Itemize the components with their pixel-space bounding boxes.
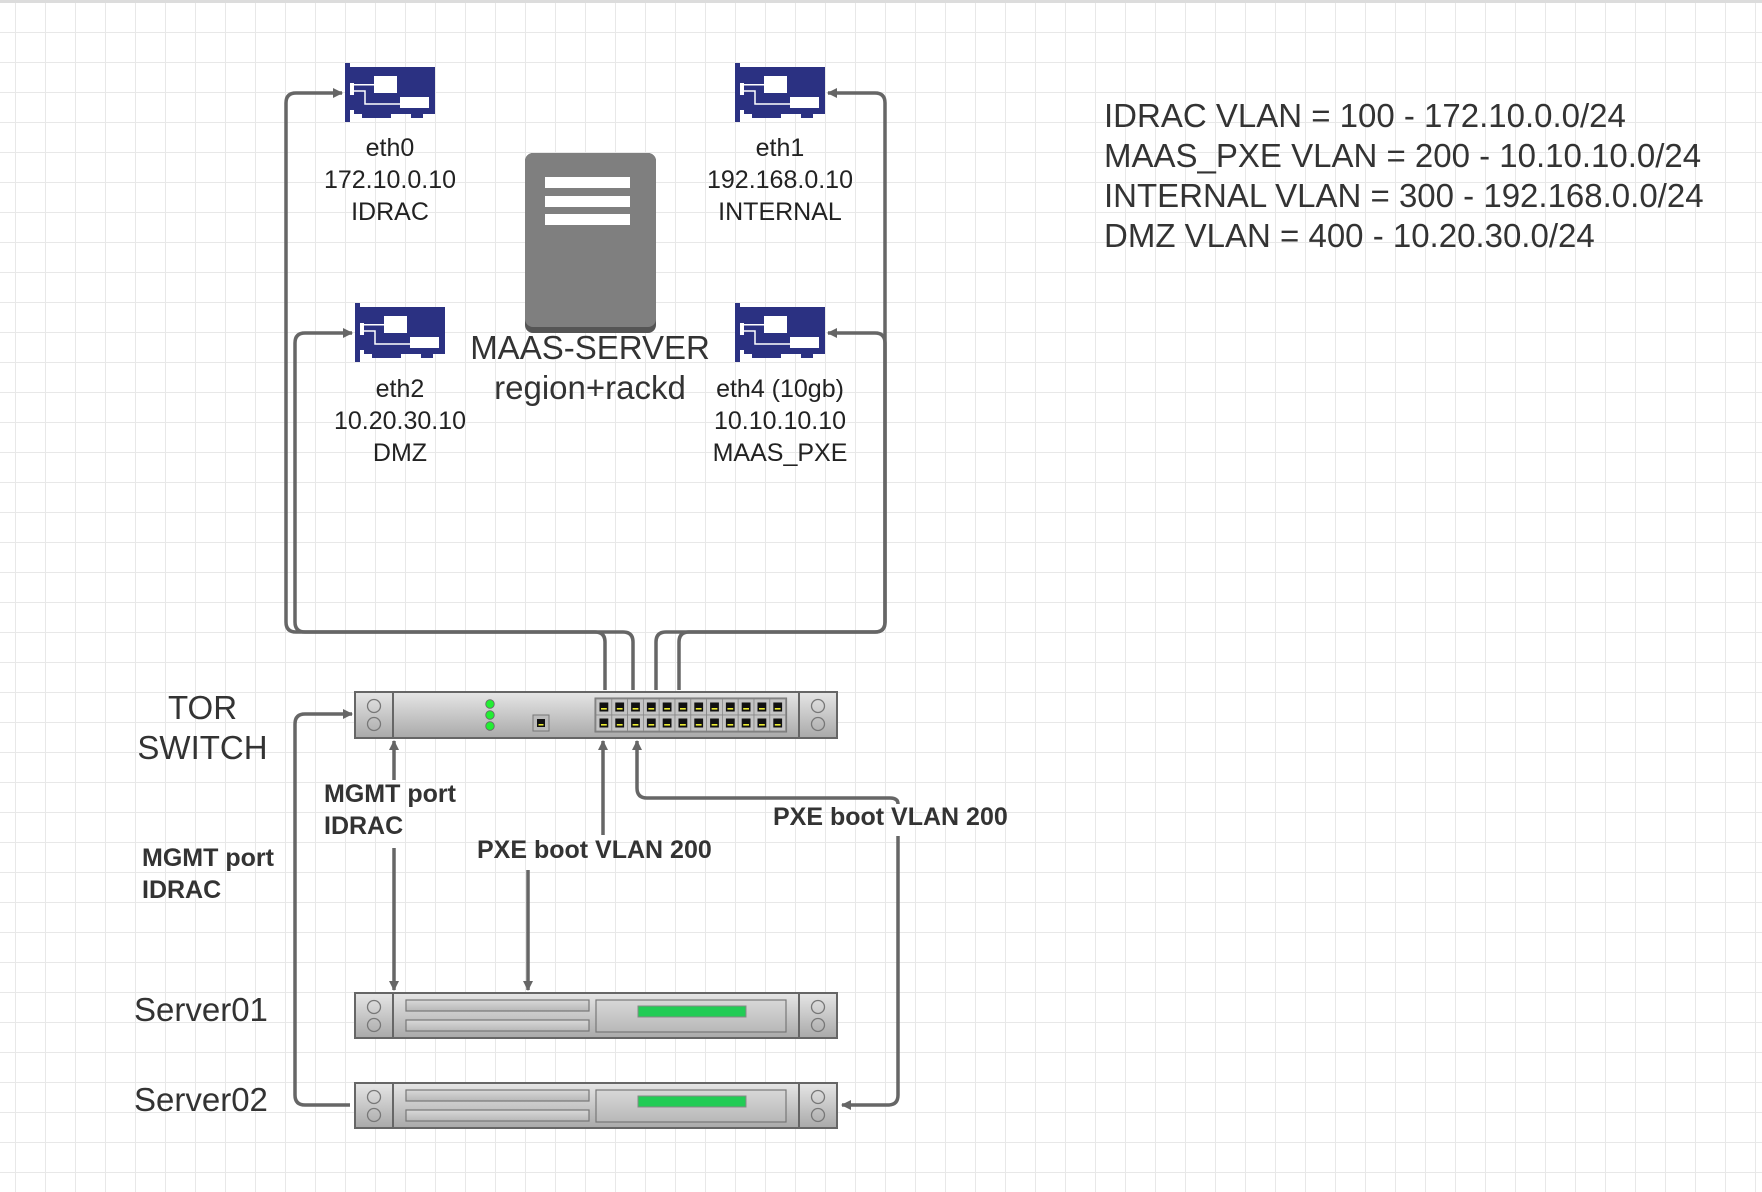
maas-server-label: MAAS-SERVER region+rackd — [460, 328, 720, 408]
nic-ip: 10.10.10.10 — [713, 407, 847, 435]
server-role: region+rackd — [494, 369, 686, 406]
drive-bay — [405, 1109, 590, 1122]
mgmt-link-label-server02: MGMT port IDRAC — [142, 842, 274, 906]
switch-port[interactable] — [706, 714, 723, 732]
wire-eth0 — [284, 88, 607, 690]
switch-port[interactable] — [690, 698, 707, 716]
vlan-entry: MAAS_PXE VLAN = 200 - 10.10.10.0/24 — [1104, 137, 1702, 174]
nic-name: eth2 — [375, 375, 425, 403]
drive-bay — [405, 1019, 590, 1032]
console-port — [532, 714, 550, 732]
switch-port[interactable] — [595, 698, 613, 716]
switch-port[interactable] — [690, 714, 707, 732]
switch-port[interactable] — [674, 714, 692, 732]
drive-bay — [405, 999, 590, 1012]
wire-eth2 — [293, 328, 635, 690]
switch-port[interactable] — [627, 714, 644, 732]
tor-switch-label-line1: TOR — [167, 689, 238, 726]
nic-icon-eth1[interactable] — [734, 62, 826, 123]
nic-name: eth4 (10gb) — [716, 375, 844, 403]
switch-port[interactable] — [611, 714, 628, 732]
nic-network: INTERNAL — [718, 198, 842, 226]
tor-switch[interactable] — [354, 691, 838, 739]
front-panel — [595, 999, 787, 1033]
nic-label-eth2: eth2 10.20.30.10 DMZ — [320, 373, 480, 469]
switch-port[interactable] — [722, 714, 739, 732]
nic-ip: 10.20.30.10 — [333, 407, 467, 435]
maas-server-icon[interactable] — [525, 153, 656, 333]
nic-label-eth0: eth0 172.10.0.10 IDRAC — [320, 132, 460, 228]
tor-switch-label-line2: SWITCH — [137, 729, 268, 766]
vlan-entry: INTERNAL VLAN = 300 - 192.168.0.0/24 — [1104, 177, 1704, 214]
switch-port[interactable] — [722, 698, 739, 716]
nic-icon-eth4[interactable] — [734, 302, 826, 363]
tor-switch-label: TOR SWITCH — [130, 688, 275, 768]
wire-eth1 — [677, 88, 887, 690]
nic-network: IDRAC — [351, 198, 429, 226]
pxe-link-label-server01: PXE boot VLAN 200 — [477, 836, 712, 864]
vlan-legend: IDRAC VLAN = 100 - 172.10.0.0/24 MAAS_PX… — [1104, 96, 1704, 256]
switch-port[interactable] — [674, 698, 692, 716]
server02-label: Server02 — [134, 1081, 268, 1118]
switch-port[interactable] — [611, 698, 628, 716]
pxe-link-label-server02: PXE boot VLAN 200 — [773, 803, 1008, 831]
mgmt-label-line2: IDRAC — [142, 876, 222, 904]
server01-chassis[interactable] — [354, 992, 838, 1039]
switch-port[interactable] — [643, 698, 660, 716]
nic-network: MAAS_PXE — [712, 439, 848, 467]
status-bar — [637, 1005, 747, 1018]
mgmt-link-label-server01: MGMT port IDRAC — [324, 778, 456, 842]
nic-name: eth0 — [365, 134, 415, 162]
switch-port[interactable] — [627, 698, 644, 716]
server-name: MAAS-SERVER — [470, 329, 710, 366]
nic-icon-eth2[interactable] — [354, 302, 446, 363]
wire-server02-pxe-down — [841, 836, 900, 1110]
switch-port[interactable] — [737, 714, 755, 732]
mgmt-label-line1: MGMT port — [324, 780, 456, 808]
canvas-top-border — [0, 0, 1762, 3]
wire-server02-pxe-up — [632, 740, 900, 805]
vlan-entry: DMZ VLAN = 400 - 10.20.30.0/24 — [1104, 217, 1595, 254]
status-bar — [637, 1095, 747, 1108]
nic-network: DMZ — [372, 439, 428, 467]
nic-label-eth1: eth1 192.168.0.10 INTERNAL — [700, 132, 860, 228]
nic-ip: 192.168.0.10 — [707, 166, 853, 194]
switch-port[interactable] — [595, 714, 613, 732]
switch-port[interactable] — [737, 698, 755, 716]
downlink-wires — [293, 709, 900, 1110]
switch-port-grid — [594, 697, 788, 733]
switch-port[interactable] — [753, 714, 771, 732]
switch-port[interactable] — [753, 698, 771, 716]
nic-name: eth1 — [755, 134, 805, 162]
switch-port[interactable] — [658, 714, 676, 732]
mgmt-label-line2: IDRAC — [324, 812, 404, 840]
nic-ip: 172.10.0.10 — [323, 166, 457, 194]
switch-port[interactable] — [643, 714, 660, 732]
drive-bay — [405, 1089, 590, 1102]
uplink-wires — [284, 88, 887, 690]
switch-port[interactable] — [706, 698, 723, 716]
nic-label-eth4: eth4 (10gb) 10.10.10.10 MAAS_PXE — [700, 373, 860, 469]
switch-port[interactable] — [658, 698, 676, 716]
mgmt-label-line1: MGMT port — [142, 844, 274, 872]
wire-server02-mgmt — [293, 709, 353, 1107]
server02-chassis[interactable] — [354, 1082, 838, 1129]
nic-icon-eth0[interactable] — [344, 62, 436, 123]
switch-port[interactable] — [769, 698, 786, 716]
server01-label: Server01 — [134, 991, 268, 1028]
switch-port[interactable] — [769, 714, 786, 732]
status-leds — [485, 699, 495, 731]
vlan-entry: IDRAC VLAN = 100 - 172.10.0.0/24 — [1104, 97, 1626, 134]
